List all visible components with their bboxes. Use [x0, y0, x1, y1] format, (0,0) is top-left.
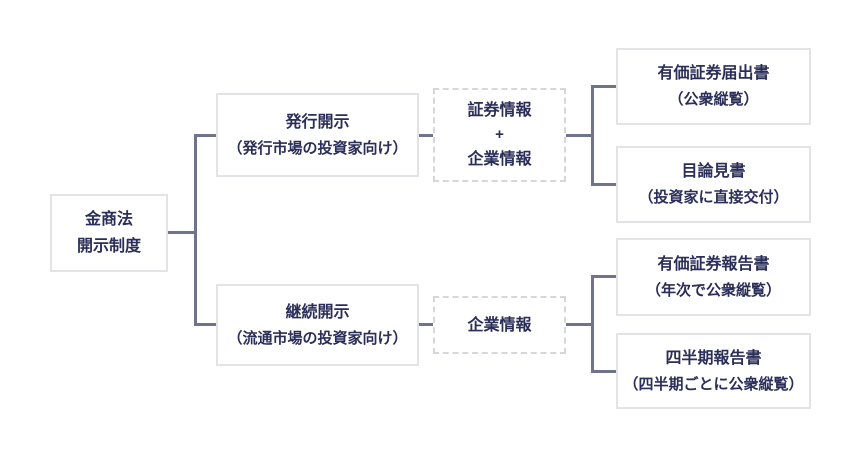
- node-root-line2: 開示制度: [76, 238, 141, 255]
- connector-to-issuance: [194, 134, 216, 137]
- node-continuous-info-line1: 企業情報: [467, 316, 532, 334]
- node-continuous-disclosure: 継続開示 （流通市場の投資家向け）: [216, 284, 419, 366]
- node-quarterly-report: 四半期報告書 （四半期ごとに公衆縦覧）: [616, 333, 811, 409]
- connector-top-right-vertical: [591, 85, 594, 186]
- node-continuous-title: 継続開示: [285, 303, 350, 321]
- connector-issuance-info-out: [566, 134, 591, 137]
- node-prospectus: 目論見書 （投資家に直接交付）: [616, 146, 811, 223]
- connector-to-quarterly-report: [591, 370, 616, 373]
- node-r2-title: 目論見書: [681, 163, 746, 180]
- node-issuance-disclosure: 発行開示 （発行市場の投資家向け）: [216, 93, 419, 177]
- connector-bottom-right-vertical: [591, 275, 594, 373]
- connector-to-prospectus: [591, 183, 616, 186]
- node-r4-subtitle: （四半期ごとに公衆縦覧）: [623, 375, 804, 393]
- connector-issuance-to-info: [419, 134, 433, 137]
- node-r2-subtitle: （投資家に直接交付）: [638, 189, 789, 206]
- node-issuance-title: 発行開示: [285, 113, 350, 131]
- node-r3-subtitle: （年次で公衆縦覧）: [645, 281, 781, 299]
- plus-sign: +: [495, 126, 504, 143]
- node-fiea-disclosure-system: 金商法 開示制度: [50, 194, 168, 272]
- node-issuance-subtitle: （発行市場の投資家向け）: [227, 139, 408, 157]
- connector-to-registration-statement: [591, 85, 616, 88]
- connector-to-annual-report: [591, 275, 616, 278]
- connector-root-horizontal: [168, 231, 197, 234]
- node-continuous-subtitle: （流通市場の投資家向け）: [227, 329, 408, 347]
- node-issuance-info-line3: 企業情報: [467, 151, 532, 168]
- node-issuance-info-line1: 証券情報: [467, 102, 532, 119]
- connector-to-continuous: [194, 323, 216, 326]
- node-issuance-info: 証券情報 + 企業情報: [433, 88, 566, 182]
- connector-continuous-to-info: [419, 323, 433, 326]
- connector-left-vertical: [194, 134, 197, 326]
- node-annual-securities-report: 有価証券報告書 （年次で公衆縦覧）: [616, 238, 811, 316]
- node-r4-title: 四半期報告書: [665, 349, 762, 367]
- node-securities-registration-statement: 有価証券届出書 （公衆縦覧）: [616, 48, 811, 125]
- connector-continuous-info-out: [566, 323, 591, 326]
- node-r1-subtitle: （公衆縦覧）: [668, 91, 759, 108]
- node-r1-title: 有価証券届出書: [657, 65, 770, 82]
- node-root-line1: 金商法: [84, 211, 133, 228]
- node-continuous-info: 企業情報: [433, 296, 566, 354]
- node-r3-title: 有価証券報告書: [657, 255, 770, 273]
